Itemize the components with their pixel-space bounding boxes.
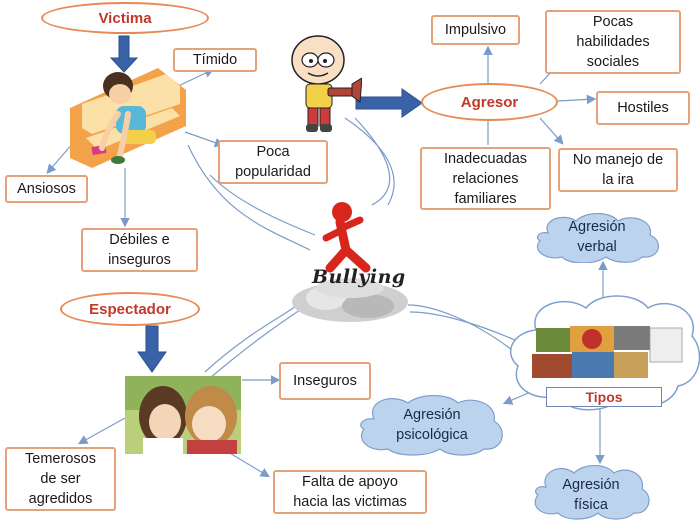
tipos-cloud	[509, 295, 700, 411]
arrow-espectador-down	[137, 325, 167, 373]
cloud-shape-fisica	[534, 465, 650, 520]
espectador-title: Espectador	[60, 292, 200, 326]
trait-pocas-habilidades: Pocas habilidades sociales	[545, 10, 681, 74]
trait-impulsivo: Impulsivo	[431, 15, 520, 45]
trait-ansiosos: Ansiosos	[5, 175, 88, 203]
victim-child-illustration	[70, 68, 186, 168]
tipos-title: Tipos	[546, 387, 662, 407]
bullying-central-illustration	[292, 202, 408, 322]
connector-agresor-hostiles	[557, 94, 597, 105]
connector-tipos-bullying	[407, 304, 513, 351]
trait-temerosos: Temerosos de ser agredidos	[5, 447, 116, 511]
arrow-agresor-right	[355, 88, 423, 118]
connector-victima-popularidad	[184, 131, 225, 148]
trait-debiles-inseguros: Débiles e inseguros	[81, 228, 198, 272]
agresor-title: Agresor	[421, 83, 558, 121]
type-agresion-fisica: Agresión física	[562, 477, 620, 513]
trait-hostiles: Hostiles	[596, 91, 690, 125]
connector-espectador-falta	[227, 451, 271, 478]
trait-timido: Tímido	[173, 48, 257, 72]
connector-victima-bullying	[187, 144, 311, 251]
trait-falta-apoyo: Falta de apoyo hacia las victimas	[273, 470, 427, 514]
arrow-victima-down	[109, 35, 139, 73]
trait-no-manejo-ira: No manejo de la ira	[558, 148, 678, 192]
trait-relaciones-familiares: Inadecuadas relaciones familiares	[420, 147, 551, 210]
connector-agresor-bullying	[344, 117, 395, 206]
connector-tipos-bullying-2	[409, 311, 516, 341]
cloud-shape-psicologica	[360, 395, 503, 456]
connector-espectador-temerosos	[77, 417, 126, 445]
spectator-kids-illustration	[125, 376, 241, 454]
victima-title: Victima	[41, 2, 209, 34]
central-bullying-label: Bullying	[312, 266, 406, 288]
cloud-shape-verbal	[536, 213, 659, 263]
type-agresion-verbal: Agresión verbal	[568, 219, 626, 255]
connector-victima-bullying-2	[209, 174, 316, 236]
trait-inseguros: Inseguros	[279, 362, 371, 400]
connector-agresor-ira	[539, 117, 564, 145]
trait-poca-popularidad: Poca popularidad	[218, 140, 328, 184]
type-agresion-psicologica: Agresión psicológica	[396, 407, 468, 443]
connector-espectador-bullying-2	[204, 305, 297, 373]
aggressor-cartoon	[291, 35, 362, 132]
connector-agresor-bullying-2	[354, 117, 391, 206]
connector-espectador-bullying	[209, 309, 301, 379]
